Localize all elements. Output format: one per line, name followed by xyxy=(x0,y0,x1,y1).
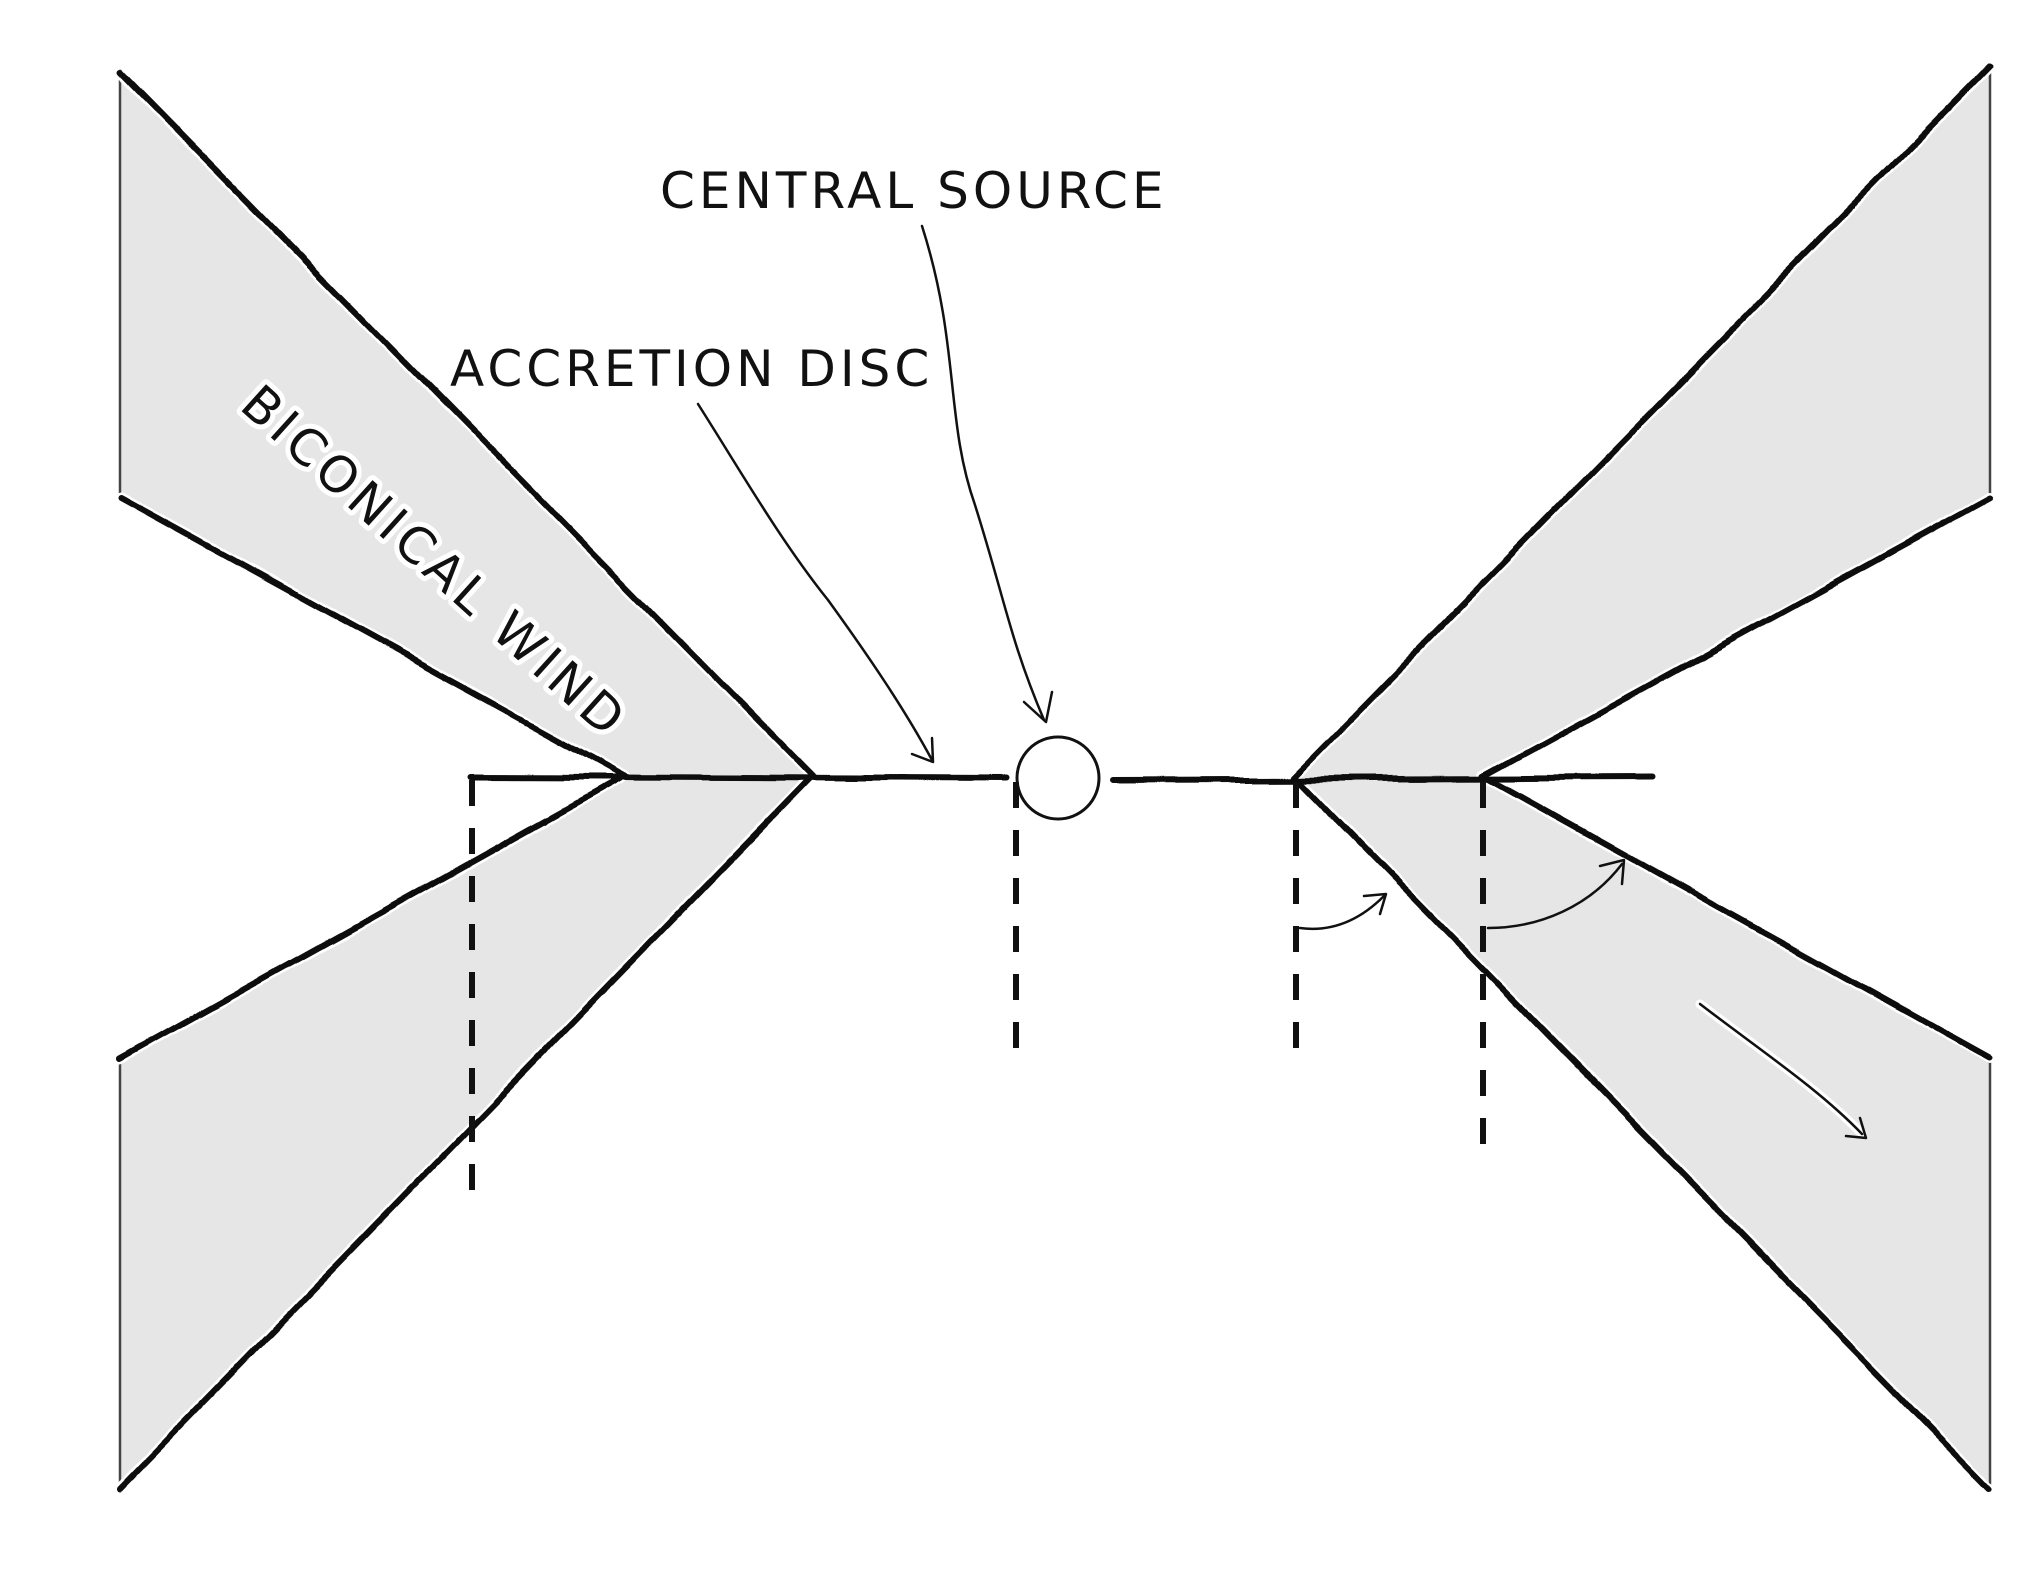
central-source-circle xyxy=(1015,735,1101,821)
central-source-arrowhead xyxy=(1022,690,1054,724)
accretion-disc-right xyxy=(1109,775,1655,783)
outer-boundary-lower-right xyxy=(1291,773,1993,1491)
accretion-disc-arrowhead xyxy=(910,736,935,764)
flow-arrow-1-head xyxy=(1362,892,1388,916)
flow-arrow-3-line xyxy=(1698,1002,1864,1136)
wind-boundaries xyxy=(114,60,1996,1494)
cone-end-lines xyxy=(118,64,1992,1490)
accretion-disc-label: ACCRETION DISC xyxy=(450,340,933,398)
flow-arrow-2 xyxy=(1486,862,1624,930)
leader-arrows xyxy=(696,224,1054,764)
accretion-disc-leader xyxy=(696,402,934,762)
flow-arrows xyxy=(1298,858,1868,1140)
inner-boundary-upper-right xyxy=(1480,495,1993,779)
accretion-disc-left xyxy=(467,774,1008,782)
inner-boundary-lower-right xyxy=(1480,773,1993,1061)
flow-arrow-2-head xyxy=(1598,858,1626,886)
flow-arrow-1 xyxy=(1298,894,1386,931)
outer-boundary-lower-left xyxy=(117,773,815,1491)
outer-boundary-upper-right xyxy=(1291,63,1993,779)
flow-arrow-3-head xyxy=(1844,1116,1868,1140)
inner-boundary-upper-left xyxy=(117,495,628,779)
dashed-drop-lines xyxy=(469,780,1486,1210)
central-source-label: CENTRAL SOURCE xyxy=(660,162,1168,220)
inner-boundary-lower-left xyxy=(117,773,628,1061)
outer-boundary-upper-left xyxy=(117,69,815,779)
central-source-leader xyxy=(920,224,1046,722)
